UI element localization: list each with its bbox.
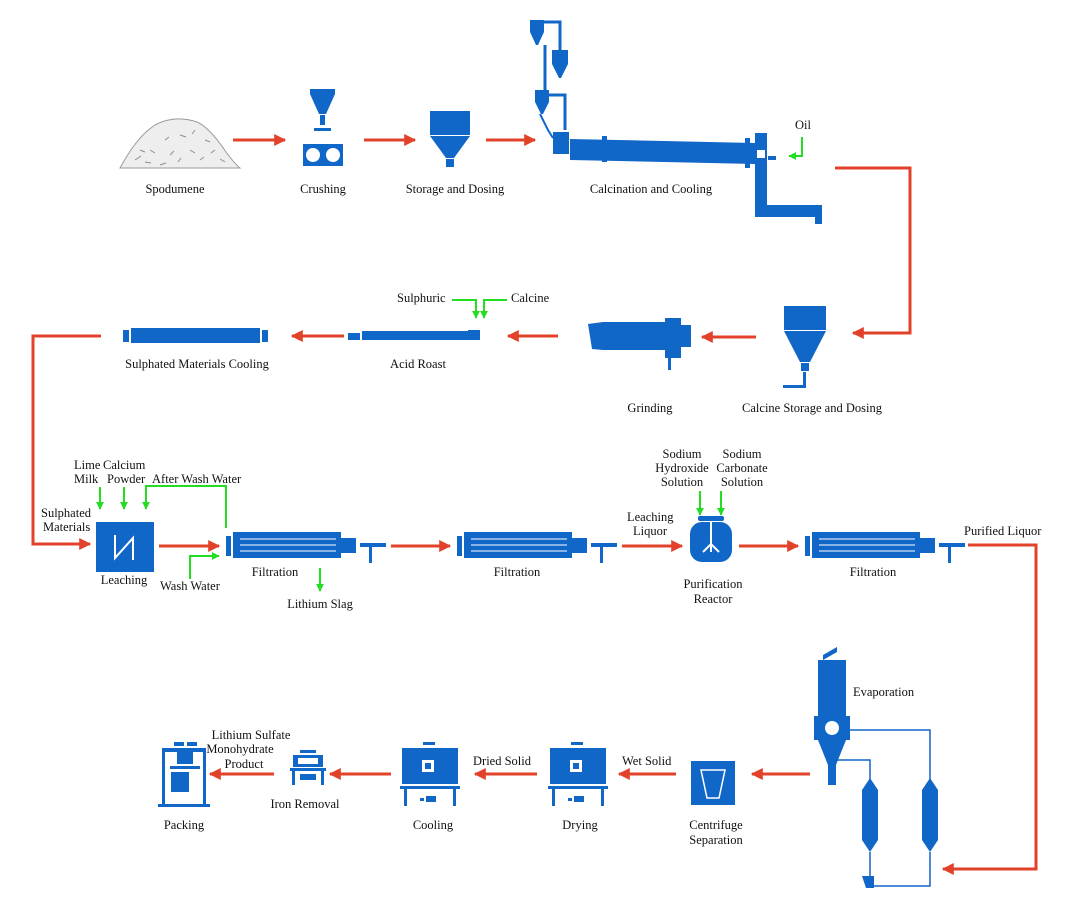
lime-label: Lime xyxy=(74,458,101,472)
spodumene-label: Spodumene xyxy=(145,182,204,196)
sodium-hydroxide-label-1: Sodium xyxy=(663,447,702,461)
sodium-hydroxide-label-2: Hydroxide xyxy=(655,461,709,475)
storage-dosing-label: Storage and Dosing xyxy=(406,182,505,196)
calcine-input-arrow xyxy=(480,299,507,319)
sulphated-materials-label-1: Sulphated xyxy=(41,506,92,520)
filter-1-icon xyxy=(226,532,386,563)
calcination-cooling-label: Calcination and Cooling xyxy=(590,182,713,196)
acid-roast-icon xyxy=(348,330,480,340)
milk-label: Milk xyxy=(74,472,99,486)
calcination-kiln-icon xyxy=(530,20,822,224)
dried-solid-label: Dried Solid xyxy=(473,754,532,768)
cooler-icon xyxy=(400,742,460,806)
centrifuge-label-1: Centrifuge xyxy=(689,818,743,832)
purification-reactor-label-1: Purification xyxy=(683,577,743,591)
grinding-label: Grinding xyxy=(627,401,673,415)
grinding-mill-icon xyxy=(588,318,691,370)
purified-liquor-label: Purified Liquor xyxy=(964,524,1042,538)
calcine-label: Calcine xyxy=(511,291,550,305)
leaching-label: Leaching xyxy=(101,573,148,587)
wash-water-input-arrow xyxy=(189,552,220,579)
packing-label: Packing xyxy=(164,818,205,832)
wash-water-label: Wash Water xyxy=(160,579,221,593)
sulphuric-input-arrow xyxy=(452,299,480,319)
calcium-label: Calcium xyxy=(103,458,146,472)
evaporator-icon xyxy=(814,647,938,888)
centrifuge-icon xyxy=(691,761,735,805)
sulphuric-label: Sulphuric xyxy=(397,291,446,305)
sodium-carbonate-label-1: Sodium xyxy=(723,447,762,461)
crushing-label: Crushing xyxy=(300,182,347,196)
after-wash-water-label: After Wash Water xyxy=(152,472,242,486)
filtration-2-label: Filtration xyxy=(494,565,541,579)
evaporation-label: Evaporation xyxy=(853,685,915,699)
flow-arrow-cooling-leaching xyxy=(31,334,101,550)
purification-reactor-icon xyxy=(690,516,732,562)
flow-arrow-calcination-calcine-storage xyxy=(835,166,912,339)
sodium-carbonate-label-2: Carbonate xyxy=(716,461,768,475)
filter-3-icon xyxy=(805,532,965,563)
storage-hopper-icon xyxy=(430,111,470,167)
flow-arrow-purified-evaporation xyxy=(941,543,1038,875)
product-label-3: Product xyxy=(225,757,264,771)
leaching-liquor-label-1: Leaching xyxy=(627,510,674,524)
packing-machine-icon xyxy=(158,742,210,807)
purification-reactor-label-2: Reactor xyxy=(694,592,734,606)
sodium-carbonate-label-3: Solution xyxy=(721,475,764,489)
filtration-1-label: Filtration xyxy=(252,565,299,579)
leaching-liquor-label-2: Liquor xyxy=(633,524,668,538)
oil-label: Oil xyxy=(795,118,812,132)
filter-2-icon xyxy=(457,532,617,563)
sulphated-cooler-icon xyxy=(123,328,268,343)
product-label-1: Lithium Sulfate xyxy=(212,728,291,742)
product-label-2: Monohydrate xyxy=(206,742,274,756)
sodium-hydroxide-label-3: Solution xyxy=(661,475,704,489)
crusher-icon xyxy=(303,89,343,166)
after-wash-water-arrow xyxy=(142,485,227,528)
dryer-icon xyxy=(548,742,608,806)
oil-input-arrow xyxy=(788,137,803,160)
iron-removal-label: Iron Removal xyxy=(270,797,340,811)
lithium-slag-label: Lithium Slag xyxy=(287,597,353,611)
leaching-tank-icon xyxy=(96,522,154,572)
acid-roast-label: Acid Roast xyxy=(390,357,446,371)
sulphated-materials-label-2: Materials xyxy=(43,520,90,534)
centrifuge-label-2: Separation xyxy=(689,833,743,847)
powder-label: Powder xyxy=(107,472,146,486)
drying-label: Drying xyxy=(562,818,598,832)
filtration-3-label: Filtration xyxy=(850,565,897,579)
spodumene-pile-icon xyxy=(119,118,242,169)
iron-removal-icon xyxy=(290,750,326,785)
cooling-label: Cooling xyxy=(413,818,454,832)
calcine-storage-label: Calcine Storage and Dosing xyxy=(742,401,883,415)
calcine-storage-hopper-icon xyxy=(783,306,826,388)
wet-solid-label: Wet Solid xyxy=(622,754,672,768)
sulphated-cooling-label: Sulphated Materials Cooling xyxy=(125,357,269,371)
